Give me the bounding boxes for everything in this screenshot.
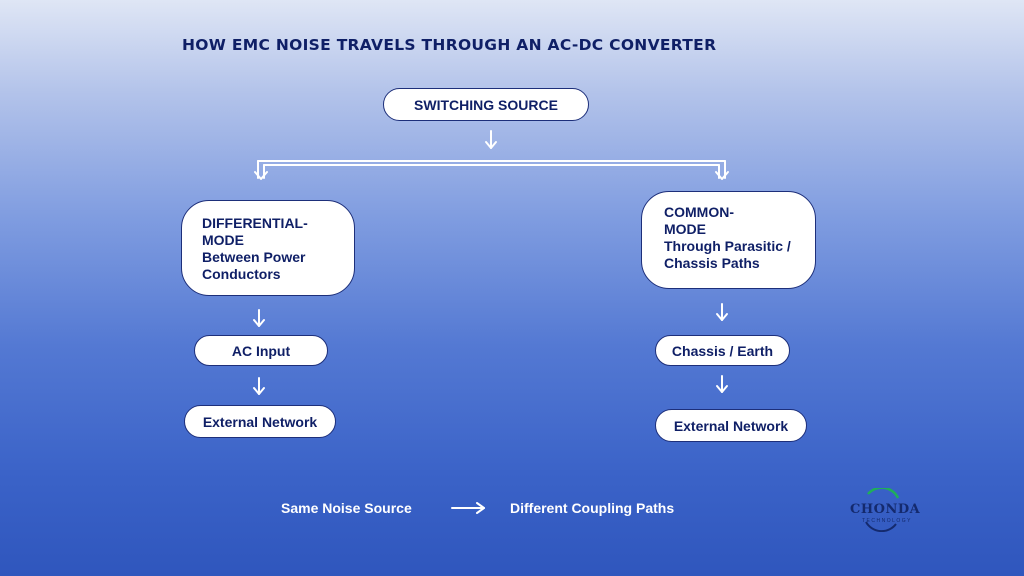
common-mode-line-3: Through Parasitic / — [664, 238, 791, 254]
chonda-logo: CHONDA TECHNOLOGY — [846, 488, 921, 532]
ac-input-label: AC Input — [231, 342, 291, 359]
external-network-left-box: External Network — [184, 405, 336, 438]
common-mode-line-2: MODE — [664, 221, 706, 237]
footer-same-noise-source: Same Noise Source — [281, 500, 412, 516]
common-mode-box: COMMON- MODE Through Parasitic / Chassis… — [641, 191, 816, 289]
differential-mode-line-2: MODE — [202, 232, 244, 248]
logo-wordmark: CHONDA — [850, 502, 921, 517]
common-mode-line-1: COMMON- — [664, 204, 734, 220]
external-network-right-box: External Network — [655, 409, 807, 442]
differential-mode-box: DIFFERENTIAL- MODE Between Power Conduct… — [181, 200, 355, 296]
chassis-earth-box: Chassis / Earth — [655, 335, 790, 366]
differential-mode-line-3: Between Power — [202, 249, 306, 265]
page-title: HOW EMC NOISE TRAVELS THROUGH AN AC-DC C… — [182, 36, 717, 54]
ac-input-box: AC Input — [194, 335, 328, 366]
differential-mode-line-4: Conductors — [202, 266, 281, 282]
logo-ring-icon — [865, 488, 900, 532]
chassis-earth-label: Chassis / Earth — [671, 342, 774, 359]
external-network-left-label: External Network — [202, 413, 318, 430]
arrowhead-source — [485, 141, 497, 149]
differential-mode-line-1: DIFFERENTIAL- — [202, 215, 308, 231]
arrowhead-branch-right — [715, 171, 729, 180]
switching-source-box: SWITCHING SOURCE — [383, 88, 589, 121]
logo-tagline: TECHNOLOGY — [862, 518, 913, 524]
common-mode-line-4: Chassis Paths — [664, 255, 760, 271]
arrowhead-branch-left — [254, 171, 268, 180]
switching-source-label: SWITCHING SOURCE — [414, 96, 558, 113]
external-network-right-label: External Network — [673, 417, 789, 434]
footer-different-coupling-paths: Different Coupling Paths — [510, 500, 675, 516]
